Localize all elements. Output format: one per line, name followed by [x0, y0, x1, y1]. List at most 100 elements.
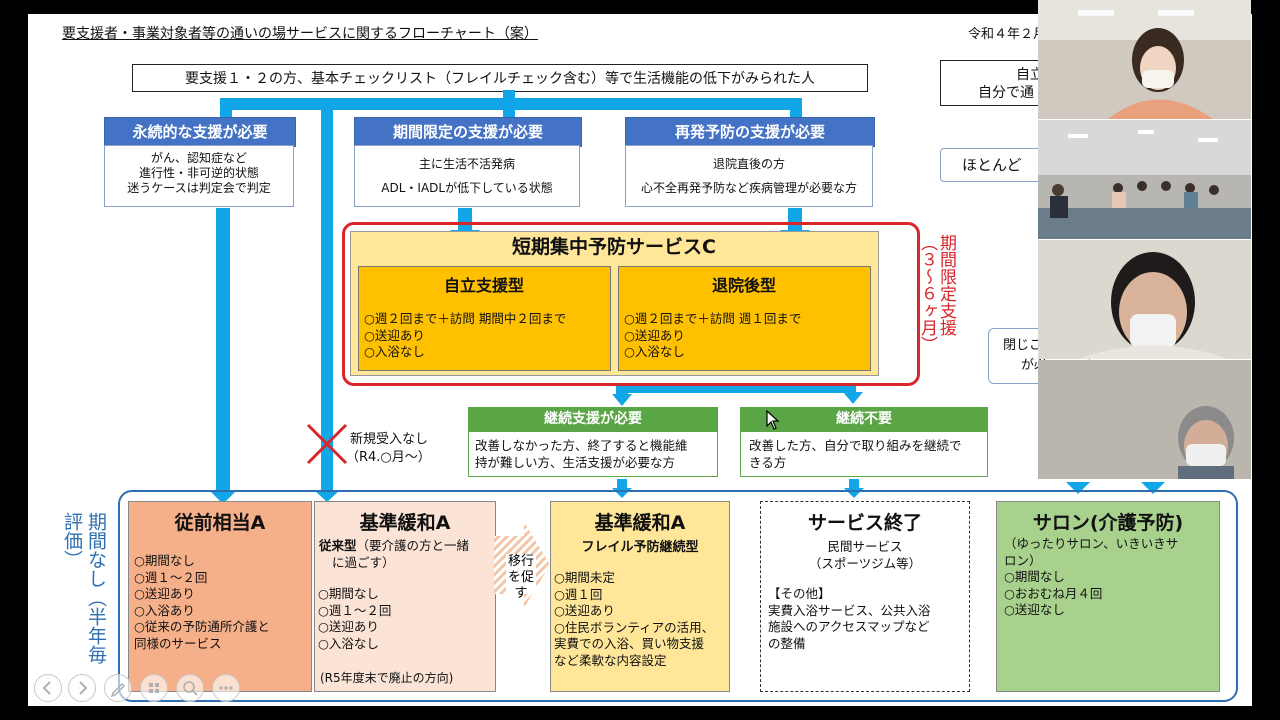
service-c-right-box [618, 266, 871, 371]
pen-tool-button[interactable] [104, 674, 132, 702]
bottom-a2-sub2: に過ごす） [332, 555, 395, 570]
c-out-horizontal [616, 384, 856, 393]
list-item: 実費での入浴、買い物支援 [554, 636, 705, 651]
continue-not-header: 継続不要 [740, 407, 988, 431]
col2-body: 主に生活不活発病 ADL・IADLが低下している状態 [354, 145, 580, 207]
slides-grid-button[interactable] [140, 674, 168, 702]
top-bar-down-1 [220, 98, 232, 118]
cont-not-arrow [844, 488, 864, 498]
mid-arrow-head [314, 490, 340, 502]
bottom-a3-subtitle: フレイル予防継続型 [581, 540, 699, 555]
bottom-end-title: サービス終了 [807, 512, 922, 534]
bottom-a1-title: 従前相当A [174, 512, 266, 534]
mid-long-bar [321, 110, 333, 492]
col3-header: 再発予防の支援が必要 [625, 117, 875, 147]
next-slide-button[interactable] [68, 674, 96, 702]
bottom-end-list: 【その他】 実費入浴サービス、公共入浴 施設へのアクセスマップなど の整備 [768, 586, 931, 652]
list-item: 施設へのアクセスマップなど [768, 619, 930, 634]
mouse-cursor-icon [766, 410, 780, 430]
list-item: ○送迎あり [554, 603, 615, 618]
participant-2-image [1038, 120, 1251, 239]
participant-4-image [1038, 360, 1251, 479]
bottom-end-box [760, 501, 970, 692]
bottom-salon-box [996, 501, 1220, 692]
col1-body: がん、認知症など 進行性・非可逆的状態 迷うケースは判定会で判定 [104, 145, 294, 207]
list-item: 実費入浴サービス、公共入浴 [768, 602, 931, 618]
bottom-a3-box [550, 501, 730, 692]
list-item: ○入浴なし [624, 344, 685, 359]
continue-not-body: 改善した方、自分で取り組みを継続で きる方 [740, 431, 988, 477]
col1-header: 永続的な支援が必要 [104, 117, 296, 147]
col2-down-bar [458, 208, 472, 232]
col3-line: 心不全再発予防など疾病管理が必要な方 [640, 181, 857, 195]
list-item: ○週１〜２回 [318, 602, 392, 618]
col1-line: がん、認知症など [150, 151, 247, 165]
bottom-a1-list: ○期間なし ○週１〜２回 ○送迎あり ○入浴あり ○従来の予防通所介護と 同様の… [134, 553, 270, 652]
participant-video-1[interactable] [1038, 0, 1251, 119]
more-options-button[interactable] [212, 674, 240, 702]
right-box-1-line1: 自立 [1016, 67, 1044, 83]
zoom-button[interactable] [176, 674, 204, 702]
list-item: 同様のサービス [134, 635, 222, 651]
cont-needed-arrow [612, 488, 632, 498]
col3-body: 退院直後の方 心不全再発予防など疾病管理が必要な方 [625, 145, 873, 207]
list-item: 【その他】 [768, 586, 831, 601]
top-condition-box [132, 64, 868, 92]
bottom-a3-list: ○期間未定 ○週１回 ○送迎あり ○住民ボランティアの活用、 実費での入浴、買い… [554, 570, 714, 669]
bottom-a2-sub-rest: （要介護の方と一緒 [356, 538, 470, 553]
cont-not-down [849, 479, 859, 489]
grid-icon [149, 683, 159, 693]
promote-label: 移行を促す [506, 554, 536, 601]
continue-needed-body: 改善しなかった方、終了すると機能維 持が難しい方、生活支援が必要な方 [468, 431, 718, 477]
bottom-a2-box [314, 501, 496, 692]
service-c-right-list: ○週２回まで＋訪問 週１回まで ○送迎あり ○入浴なし [624, 311, 801, 361]
col2-line: ADL・IADLが低下している状態 [381, 181, 553, 195]
col3-down-bar [788, 208, 802, 232]
continue-not-line: 改善した方、自分で取り組みを継続で [749, 438, 962, 453]
list-item: ○おおむね月４回 [1004, 585, 1103, 601]
list-item: ○送迎あり [624, 327, 685, 343]
list-item: の整備 [768, 635, 806, 651]
service-c-left-title: 自立支援型 [443, 276, 524, 295]
service-c-side-label: 期間限定支援（３〜６ヶ月） [917, 234, 956, 353]
col1-arrow-head [209, 490, 237, 504]
bottom-salon-list: （ゆったりサロン、いきいきサ ロン） ○期間なし ○おおむね月４回 ○送迎なし [1004, 536, 1178, 619]
cont-needed-down [617, 479, 627, 489]
prev-slide-button[interactable] [34, 674, 62, 702]
top-bar-down-2 [503, 98, 515, 118]
bottom-a2-sub: 従来型（要介護の方と一緒 [319, 535, 469, 554]
list-item: ○期間なし [134, 553, 195, 568]
more-icon [219, 686, 233, 690]
no-new-line2: （R4.○月〜） [346, 450, 431, 465]
participant-video-4[interactable] [1038, 360, 1251, 479]
col2-line: 主に生活不活発病 [418, 157, 515, 171]
service-c-left-list: ○週２回まで＋訪問 期間中２回まで ○送迎あり ○入浴なし [364, 311, 566, 361]
bottom-a2-footer: (R5年度末で廃止の方向) [320, 671, 454, 685]
list-item: ○週２回まで＋訪問 週１回まで [624, 311, 802, 326]
participant-video-3[interactable] [1038, 240, 1251, 359]
bottom-container [118, 490, 1238, 702]
list-item: ○週１回 [554, 586, 603, 602]
right-box-3-line1: 閉じこ [1003, 338, 1043, 353]
list-item: ○住民ボランティアの活用、 [554, 619, 715, 635]
pen-icon [110, 682, 126, 698]
chevron-right-icon [79, 681, 88, 695]
bottom-end-sub1: 民間サービス [827, 539, 903, 554]
list-item: （ゆったりサロン、いきいきサ [1004, 536, 1179, 551]
magnifier-icon [183, 681, 198, 696]
top-condition-text: 要支援１・２の方、基本チェックリスト（フレイルチェック含む）等で生活機能の低下が… [185, 71, 815, 87]
list-item: ○入浴なし [364, 344, 425, 359]
bottom-a3-title: 基準緩和A [594, 512, 686, 534]
list-item: ○期間なし [1004, 569, 1065, 584]
bottom-salon-title: サロン(介護予防) [1032, 512, 1184, 534]
participant-video-2[interactable] [1038, 120, 1251, 239]
red-x-icon [306, 423, 348, 465]
col1-line: 進行性・非可逆的状態 [138, 166, 259, 180]
list-item: ロン） [1004, 552, 1042, 568]
continue-needed-header: 継続支援が必要 [468, 407, 718, 431]
list-item: ○週１〜２回 [134, 569, 208, 585]
list-item: ○週２回まで＋訪問 期間中２回まで [364, 311, 567, 326]
bottom-a2-title: 基準緩和A [359, 512, 451, 534]
continue-needed-line: 改善しなかった方、終了すると機能維 [475, 438, 688, 453]
